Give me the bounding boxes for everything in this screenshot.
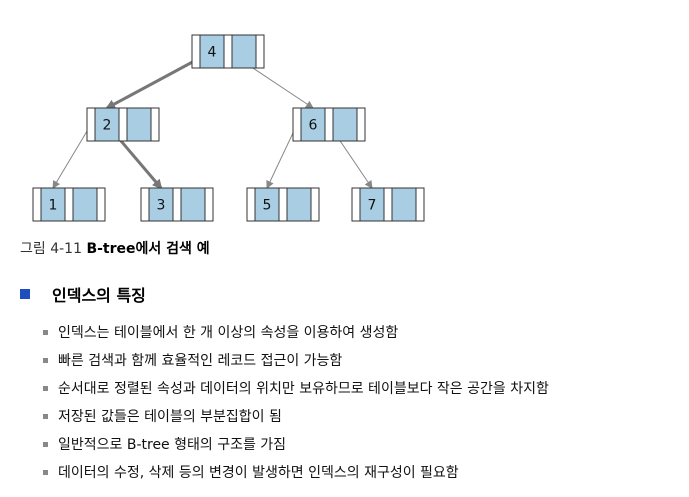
pointer-cell xyxy=(310,187,320,222)
pointer-cell xyxy=(150,107,160,142)
pointer-cell xyxy=(255,34,265,69)
pointer-cell xyxy=(172,187,182,222)
pointer-cell xyxy=(324,107,334,142)
pointer-cell xyxy=(415,187,425,222)
list-item: 저장된 값들은 테이블의 부분집합이 됨 xyxy=(43,402,549,430)
pointer-cell xyxy=(118,107,128,142)
key-cell xyxy=(148,187,174,222)
figure-caption: 그림 4-11 B-tree에서 검색 예 xyxy=(20,238,210,258)
caption-prefix: 그림 4-11 xyxy=(20,241,82,257)
section-marker-icon xyxy=(20,289,30,299)
bullet-icon xyxy=(43,329,48,335)
list-item: 데이터의 수정, 삭제 등의 변경이 발생하면 인덱스의 재구성이 필요함 xyxy=(43,458,549,486)
tree-node-ll: 1 xyxy=(32,187,106,222)
key-cell xyxy=(180,187,206,222)
bullet-icon xyxy=(43,357,48,363)
node-key-label: 3 xyxy=(157,198,166,214)
key-cell xyxy=(391,187,417,222)
node-key-label: 1 xyxy=(49,198,58,214)
pointer-cell xyxy=(86,107,96,142)
list-item: 빠른 검색과 함께 효율적인 레코드 접근이 가능함 xyxy=(43,346,549,374)
tree-node-left: 2 xyxy=(86,107,160,142)
key-cell xyxy=(286,187,312,222)
tree-edge-right-rl xyxy=(266,124,298,189)
node-key-label: 4 xyxy=(208,45,217,61)
feature-list: 인덱스는 테이블에서 한 개 이상의 속성을 이용하여 생성함 빠른 검색과 함… xyxy=(43,318,549,486)
b-tree-diagram: 4 2 6 1 3 5 7 xyxy=(32,34,425,222)
node-key-label: 7 xyxy=(368,198,377,214)
bullet-icon xyxy=(43,413,48,419)
node-key-label: 2 xyxy=(103,118,112,134)
tree-node-rl: 5 xyxy=(246,187,320,222)
tree-edge-left-ll xyxy=(52,124,92,189)
pointer-cell xyxy=(204,187,214,222)
pointer-cell xyxy=(356,107,366,142)
section-title: 인덱스의 특징 xyxy=(52,286,146,305)
pointer-cell xyxy=(32,187,42,222)
tree-node-right: 6 xyxy=(292,107,366,142)
bullet-icon xyxy=(43,385,48,391)
node-key-label: 5 xyxy=(263,198,272,214)
list-item: 순서대로 정렬된 속성과 데이터의 위치만 보유하므로 테이블보다 작은 공간을… xyxy=(43,374,549,402)
list-item: 일반적으로 B-tree 형태의 구조를 가짐 xyxy=(43,430,549,458)
tree-node-root: 4 xyxy=(191,34,265,69)
pointer-cell xyxy=(96,187,106,222)
caption-title: B-tree에서 검색 예 xyxy=(86,241,210,257)
pointer-cell xyxy=(292,107,302,142)
pointer-cell xyxy=(383,187,393,222)
pointer-cell xyxy=(278,187,288,222)
key-cell xyxy=(300,107,326,142)
key-cell xyxy=(231,34,257,69)
node-key-label: 6 xyxy=(309,118,318,134)
pointer-cell xyxy=(191,34,201,69)
bullet-icon xyxy=(43,441,48,447)
list-item: 인덱스는 테이블에서 한 개 이상의 속성을 이용하여 생성함 xyxy=(43,318,549,346)
pointer-cell xyxy=(223,34,233,69)
pointer-cell xyxy=(140,187,150,222)
tree-node-rr: 7 xyxy=(351,187,425,222)
pointer-cell xyxy=(351,187,361,222)
pointer-cell xyxy=(246,187,256,222)
pointer-cell xyxy=(64,187,74,222)
bullet-icon xyxy=(43,469,48,475)
key-cell xyxy=(332,107,358,142)
section-header: 인덱스의 특징 xyxy=(20,282,146,306)
key-cell xyxy=(359,187,385,222)
tree-node-lr: 3 xyxy=(140,187,214,222)
key-cell xyxy=(72,187,98,222)
key-cell xyxy=(126,107,152,142)
